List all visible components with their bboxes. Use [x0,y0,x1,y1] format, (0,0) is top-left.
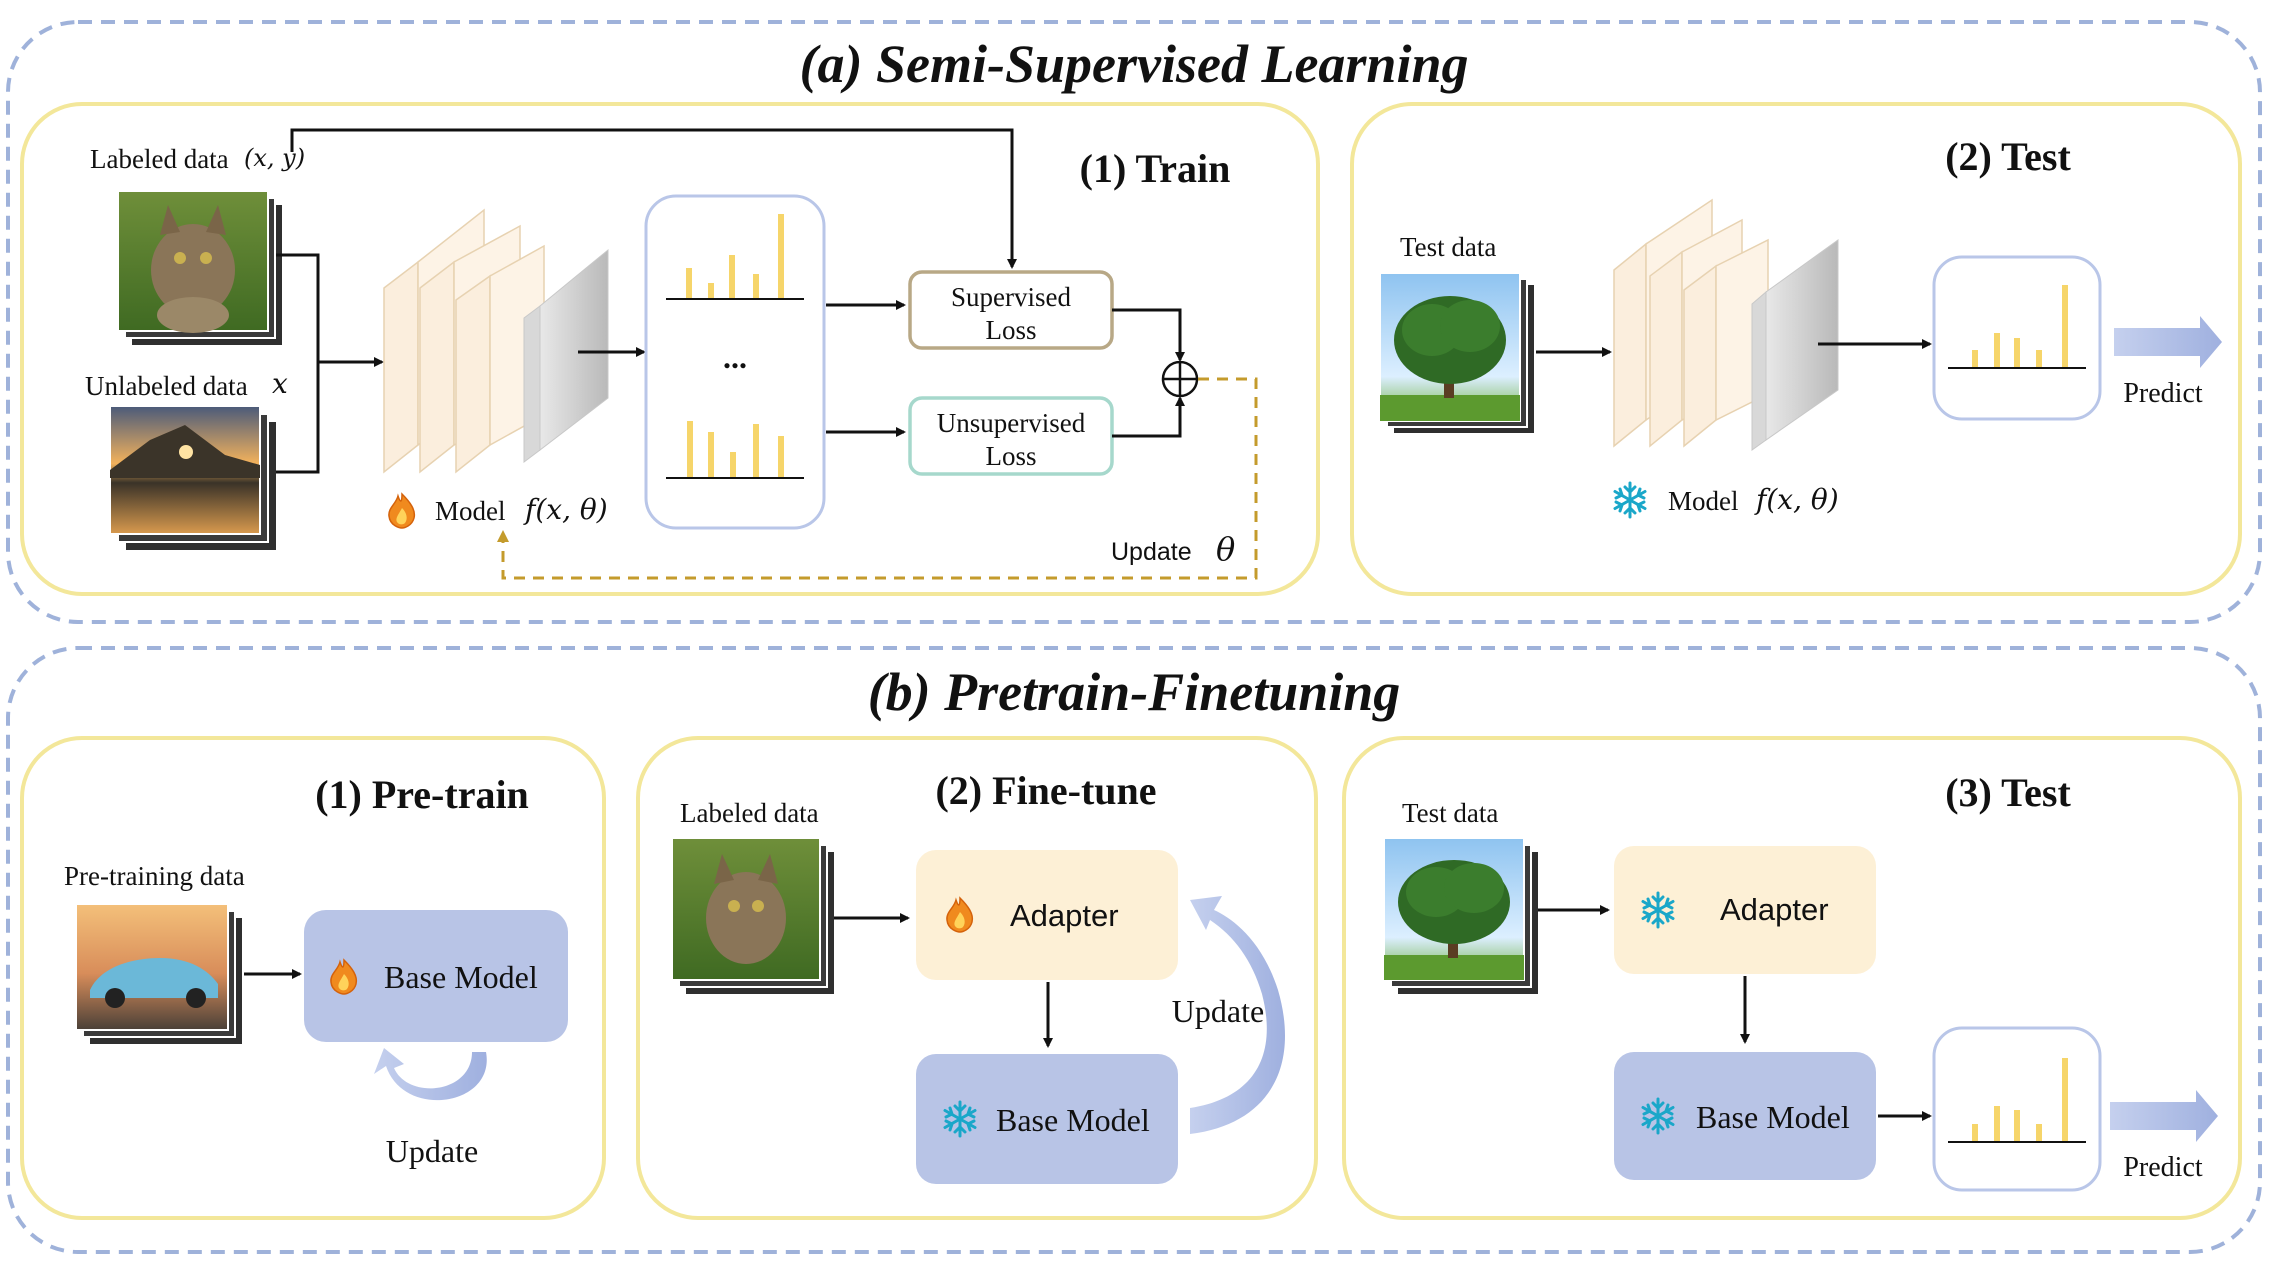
pretrain-title: (1) Pre-train [315,772,529,817]
test-a-data-label: Test data [1400,232,1496,262]
labeled-data-label: Labeled data [90,144,229,174]
labeled-data-math: (x, y) [244,144,305,172]
finetune-data-label: Labeled data [680,798,819,828]
model-layers [383,208,609,474]
sum-arrow-top [1112,308,1185,362]
test-b-predict-label: Predict [2123,1152,2203,1183]
unsupervised-loss-line2: Loss [985,441,1036,471]
test-b-adapter-box [1614,846,1876,974]
section-a: (a) Semi-Supervised Learning (1) Train L… [6,20,2262,624]
finetune-adapter-box [916,850,1178,980]
pretrain-update-label: Update [386,1133,478,1169]
section-a-title: (a) Semi-Supervised Learning [800,34,1469,94]
unlabeled-data-math: x [272,367,288,400]
tree-image [1379,272,1534,433]
finetune-base-model-box [916,1054,1178,1184]
sum-operator [1161,360,1199,398]
test-a-model-math: f(x, θ) [1754,483,1839,516]
supervised-loss-line1: Supervised [951,282,1071,312]
pretrain-data-label: Pre-training data [64,861,245,891]
test-b-base-model-label: Base Model [1696,1099,1850,1135]
test-b-base-model-box [1614,1052,1876,1180]
test-a-title: (2) Test [1945,134,2071,179]
finetune-adapter-label: Adapter [1010,898,1119,933]
update-math: θ [1216,530,1235,568]
prediction-box [1932,1026,2102,1192]
update-dashed-arrow [497,377,1258,580]
train-model-math: f(x, θ) [523,493,608,526]
test-a-model-label: Model [1668,486,1739,516]
finetune-base-model-label: Base Model [996,1102,1150,1138]
finetune-update-arrow [1190,896,1285,1134]
cat-image [117,190,282,345]
test-b-adapter-label: Adapter [1720,892,1829,927]
ellipsis: ... [723,339,747,375]
predict-arrow [2110,1090,2218,1142]
update-label: Update [1111,538,1192,566]
train-model-label: Model [435,496,506,526]
bar-chart [666,421,804,479]
sum-arrow-bottom [1112,396,1185,438]
cat-image [671,837,834,994]
test-b-title: (3) Test [1945,770,2071,815]
label-arrow [290,128,1017,269]
tree-image [1383,837,1538,994]
bar-chart [1948,1058,2086,1143]
lake-image [109,405,276,550]
finetune-update-label: Update [1172,993,1264,1029]
test-b-data-label: Test data [1402,798,1498,828]
train-title: (1) Train [1080,146,1231,191]
supervised-loss-line2: Loss [985,315,1036,345]
bar-chart [666,214,804,300]
unlabeled-data-label: Unlabeled data [85,371,248,401]
unsupervised-loss-line1: Unsupervised [937,408,1086,438]
test-a-predict-label: Predict [2123,378,2203,409]
pretrain-base-model-box [304,910,568,1042]
bar-chart [1948,285,2086,369]
pretrain-base-model-label: Base Model [384,959,538,995]
model-layers [1613,198,1839,451]
car-image [75,903,242,1044]
predict-arrow [2114,316,2222,368]
section-b-title: (b) Pretrain-Finetuning [868,662,1401,722]
finetune-title: (2) Fine-tune [935,768,1156,813]
section-b: (b) Pretrain-Finetuning (1) Pre-train Pr… [6,646,2262,1254]
pretrain-update-arrow [374,1048,487,1101]
